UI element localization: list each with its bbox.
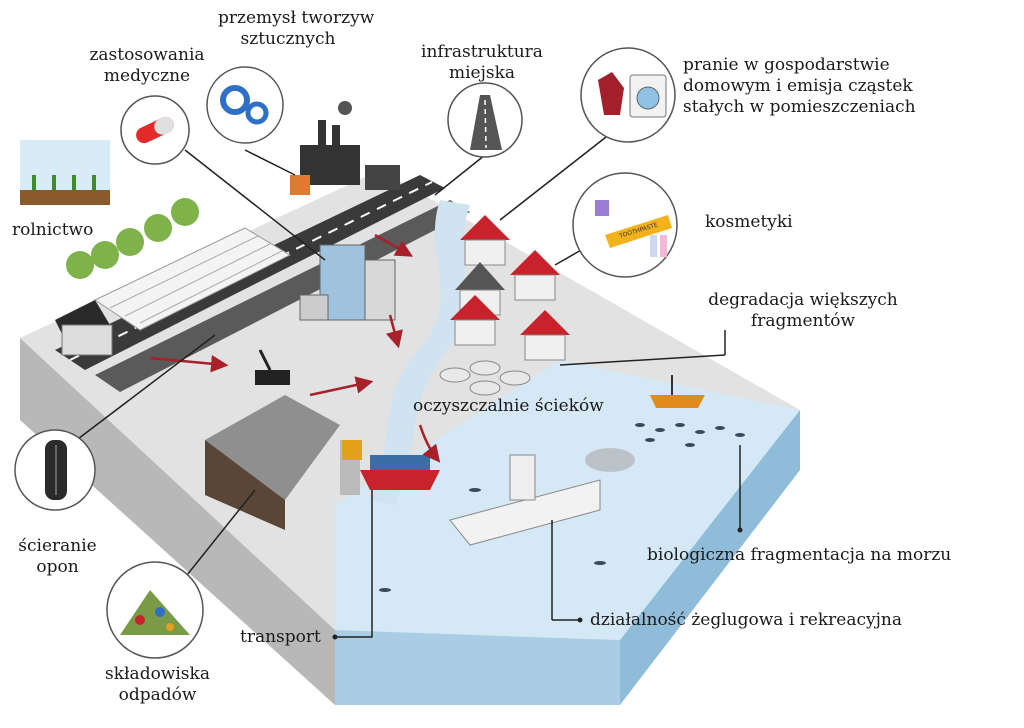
road-second	[95, 200, 470, 392]
sea-side-right	[620, 410, 800, 705]
label-degradacja: degradacja większych fragmentów	[703, 290, 903, 332]
label-skladowiska-line1: składowiska	[105, 664, 210, 684]
gears-icon	[206, 66, 284, 144]
fishing-boat	[650, 375, 705, 408]
river	[370, 200, 470, 505]
label-pranie: pranie w gospodarstwie domowym i emisja …	[683, 55, 916, 118]
trees	[66, 198, 199, 279]
city-buildings	[299, 244, 396, 321]
factory	[290, 101, 400, 195]
label-scieranie: ścieranie opon	[10, 536, 105, 578]
label-medyczne: zastosowania medyczne	[82, 45, 212, 87]
landfill	[205, 395, 340, 530]
houses	[450, 215, 570, 361]
flow-arrows	[149, 233, 441, 463]
barn	[55, 300, 113, 356]
fish-school	[379, 423, 745, 592]
big-ship	[449, 448, 635, 546]
label-pranie-line3: stałych w pomieszczeniach	[683, 97, 916, 117]
treatment-plant	[439, 360, 531, 396]
farm-field	[93, 227, 292, 331]
agriculture-icon	[20, 140, 110, 205]
pill-icon	[120, 95, 190, 165]
ground-side-left	[20, 338, 335, 705]
label-degradacja-line2: fragmentów	[750, 311, 856, 331]
label-kosmetyki: kosmetyki	[705, 212, 793, 232]
label-infrastruktura-line1: infrastruktura	[421, 42, 543, 62]
label-infrastruktura: infrastruktura miejska	[402, 42, 562, 84]
label-przemysl: przemysł tworzyw sztucznych	[218, 8, 375, 50]
label-dzialalnosc: działalność żeglugowa i rekreacyjna	[590, 610, 902, 630]
leader-lines	[69, 129, 741, 638]
toothpaste-icon: TOOTHPASTE	[572, 172, 678, 278]
label-transport: transport	[240, 627, 321, 647]
label-medyczne-line1: zastosowania	[89, 45, 205, 65]
cargo-ship	[360, 455, 440, 490]
excavator	[255, 349, 290, 385]
label-skladowiska-line2: odpadów	[118, 685, 197, 705]
label-oczyszczalnie: oczyszczalnie ścieków	[413, 396, 604, 416]
label-medyczne-line2: medyczne	[103, 66, 191, 86]
label-skladowiska: składowiska odpadów	[100, 664, 215, 706]
label-przemysl-line1: przemysł tworzyw	[218, 8, 375, 28]
label-rolnictwo: rolnictwo	[12, 220, 94, 240]
label-infrastruktura-line2: miejska	[448, 63, 516, 83]
sea-side-front	[335, 630, 620, 705]
label-biologiczna: biologiczna fragmentacja na morzu	[647, 545, 952, 565]
label-pranie-line1: pranie w gospodarstwie	[683, 55, 890, 75]
label-przemysl-line2: sztucznych	[240, 29, 336, 49]
road-icon	[447, 82, 523, 158]
port-crane	[340, 440, 362, 495]
label-scieranie-line1: ścieranie	[18, 536, 97, 556]
label-scieranie-line2: opon	[36, 557, 79, 577]
landfill-icon	[106, 561, 204, 659]
label-degradacja-line1: degradacja większych	[708, 290, 898, 310]
label-pranie-line2: domowym i emisja cząstek	[683, 76, 913, 96]
washing-machine-icon	[580, 47, 676, 143]
tire-icon	[14, 429, 96, 511]
